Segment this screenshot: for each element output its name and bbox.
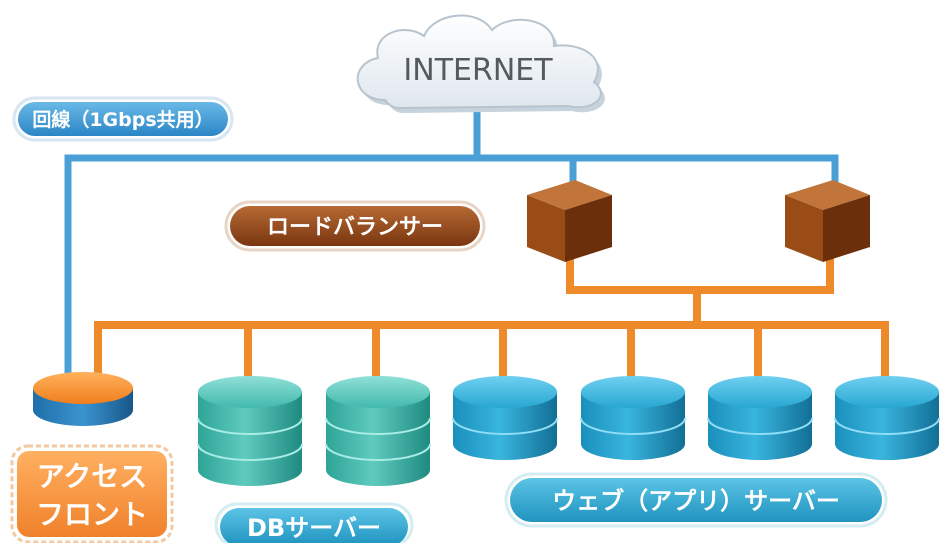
web-server-4: [834, 376, 940, 460]
lb-lines: [94, 258, 889, 382]
load-balancer-label-text: ロードバランサー: [267, 215, 443, 240]
disk-icon: [33, 372, 133, 426]
db-server-label-text: DBサーバー: [247, 514, 381, 542]
internet-label: INTERNET: [403, 53, 553, 88]
access-front-label-line1: アクセス: [37, 460, 148, 493]
web-server-2: [580, 376, 686, 460]
access-front-label: アクセス フロント: [10, 444, 174, 543]
db-server-2: [325, 376, 431, 486]
cylinder-icon: [834, 376, 940, 460]
cylinder-icon: [197, 376, 303, 486]
cylinder-icon: [325, 376, 431, 486]
access-front-disk: [33, 372, 133, 426]
load-balancer-2: [785, 180, 870, 262]
line-label: 回線（1Gbps共用）: [12, 96, 234, 142]
network-lines: [64, 96, 839, 376]
cube-icon: [785, 180, 870, 262]
db-server-label: DBサーバー: [214, 502, 414, 543]
internet-cloud: INTERNET: [356, 14, 605, 113]
web-app-server-label-text: ウェブ（アプリ）サーバー: [552, 487, 840, 515]
cylinder-icon: [707, 376, 813, 460]
load-balancer-1: [527, 180, 612, 262]
load-balancer-label: ロードバランサー: [224, 200, 486, 252]
cube-icon: [527, 180, 612, 262]
web-server-3: [707, 376, 813, 460]
line-label-text: 回線（1Gbps共用）: [32, 108, 213, 131]
cylinder-icon: [580, 376, 686, 460]
web-server-1: [452, 376, 558, 460]
access-front-label-line2: フロント: [36, 498, 148, 531]
db-server-1: [197, 376, 303, 486]
web-app-server-label: ウェブ（アプリ）サーバー: [504, 472, 888, 528]
cylinder-icon: [452, 376, 558, 460]
